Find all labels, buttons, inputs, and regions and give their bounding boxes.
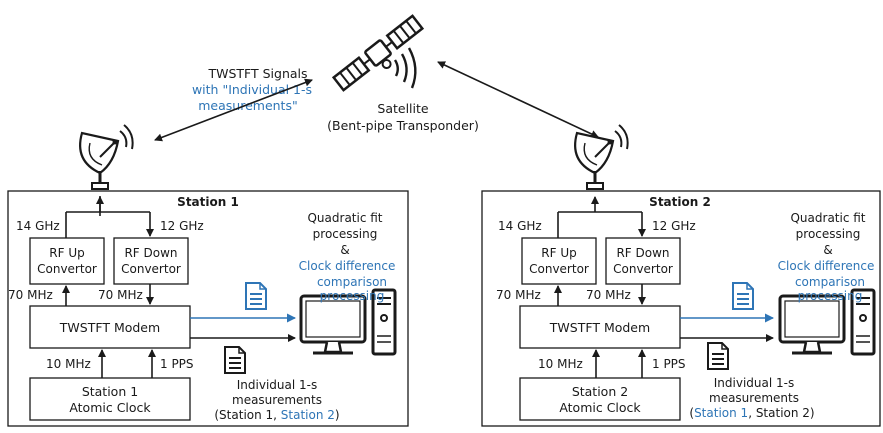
station1-meas-3b: Station 2 [281, 408, 335, 422]
station1-group: Station 1 14 GHz 12 GHz RF Up Convertor … [7, 123, 409, 427]
satellite-label: Satellite [377, 101, 429, 116]
station1-meas-3c: ) [335, 408, 340, 422]
document-icon-blue-station1 [245, 282, 267, 310]
station1-meas-3a: (Station 1, [214, 408, 280, 422]
link-arrow-station1 [154, 78, 313, 142]
station1-if-down: 70 MHz [98, 288, 143, 302]
station2-rf-down-label-2: Convertor [613, 262, 673, 276]
station2-clock-label-1: Station 2 [572, 384, 628, 399]
station2-meas-3: (Station 1, Station 2) [689, 406, 814, 420]
station2-meas-1: Individual 1-s [714, 376, 794, 390]
document-icon-blue-station2 [732, 282, 754, 310]
station2-meas-3a: ( [689, 406, 694, 420]
signal-waves-icon [393, 47, 417, 89]
station2-proc-5: comparison [795, 275, 865, 289]
station2-modem-label: TWSTFT Modem [549, 320, 650, 335]
station1-clock-label-1: Station 1 [82, 384, 138, 399]
station2-meas-3c: , Station 2) [748, 406, 814, 420]
dish-icon-station1 [78, 123, 135, 191]
station2-meas-3b: Station 1 [694, 406, 748, 420]
station1-meas-1: Individual 1-s [237, 378, 317, 392]
station1-rf-up-box [29, 237, 105, 285]
station1-proc-2: processing [313, 227, 378, 241]
station1-clock-label-2: Atomic Clock [69, 400, 151, 415]
station2-group: Station 2 14 GHz 12 GHz RF Up Convertor … [481, 123, 881, 427]
station1-if-up: 70 MHz [8, 288, 53, 302]
station2-rf-down-label-1: RF Down [616, 246, 669, 260]
station1-proc-1: Quadratic fit [307, 211, 382, 225]
station2-proc-2: processing [796, 227, 861, 241]
station2-rf-up-label-2: Convertor [529, 262, 589, 276]
station1-proc-5: comparison [317, 275, 387, 289]
station2-clock-label-2: Atomic Clock [559, 400, 641, 415]
station2-rf-down-box [605, 237, 681, 285]
dish-icon-station2 [573, 123, 630, 191]
station1-up-freq: 14 GHz [16, 219, 60, 233]
station1-rf-up-label-2: Convertor [37, 262, 97, 276]
station2-rf-up-label-1: RF Up [541, 246, 576, 260]
station2-proc-3: & [823, 243, 832, 257]
station1-down-freq: 12 GHz [160, 219, 204, 233]
station1-modem-box [29, 305, 191, 349]
station1-box [7, 190, 409, 427]
station2-title: Station 2 [649, 195, 711, 209]
signal-label-2: with "Individual 1-s [192, 82, 312, 97]
station2-rf-up-box [521, 237, 597, 285]
station1-rf-down-label-2: Convertor [121, 262, 181, 276]
station1-rf-up-label-1: RF Up [49, 246, 84, 260]
station1-modem-label: TWSTFT Modem [59, 320, 160, 335]
station2-proc-4: Clock difference [778, 259, 875, 273]
station2-meas-2: measurements [709, 391, 799, 405]
station2-up-freq: 14 GHz [498, 219, 542, 233]
station2-box [481, 190, 881, 427]
station1-rf-down-label-1: RF Down [124, 246, 177, 260]
station2-if-down: 70 MHz [586, 288, 631, 302]
station1-proc-6: processing [320, 289, 385, 303]
link-arrow-station2 [437, 61, 599, 138]
document-icon-station2 [707, 342, 729, 370]
station2-proc-6: processing [798, 289, 863, 303]
station1-meas-3: (Station 1, Station 2) [214, 408, 339, 422]
station2-proc-1: Quadratic fit [790, 211, 865, 225]
station1-meas-2: measurements [232, 393, 322, 407]
station1-rf-down-box [113, 237, 189, 285]
station1-proc-3: & [340, 243, 349, 257]
satellite-icon [331, 14, 425, 92]
station2-clock-box [519, 377, 681, 421]
station1-ref-10mhz: 10 MHz [46, 357, 91, 371]
station2-if-up: 70 MHz [496, 288, 541, 302]
signal-label-1: TWSTFT Signals [207, 66, 307, 81]
station1-proc-4: Clock difference [299, 259, 396, 273]
station1-clock-box [29, 377, 191, 421]
station2-modem-box [519, 305, 681, 349]
document-icon-station1 [224, 346, 246, 374]
satellite-sublabel: (Bent-pipe Transponder) [327, 118, 479, 133]
station2-down-freq: 12 GHz [652, 219, 696, 233]
station2-ref-pps: 1 PPS [652, 357, 686, 371]
station1-ref-pps: 1 PPS [160, 357, 194, 371]
station2-ref-10mhz: 10 MHz [538, 357, 583, 371]
signal-label-3: measurements" [198, 98, 297, 113]
station1-title: Station 1 [177, 195, 239, 209]
